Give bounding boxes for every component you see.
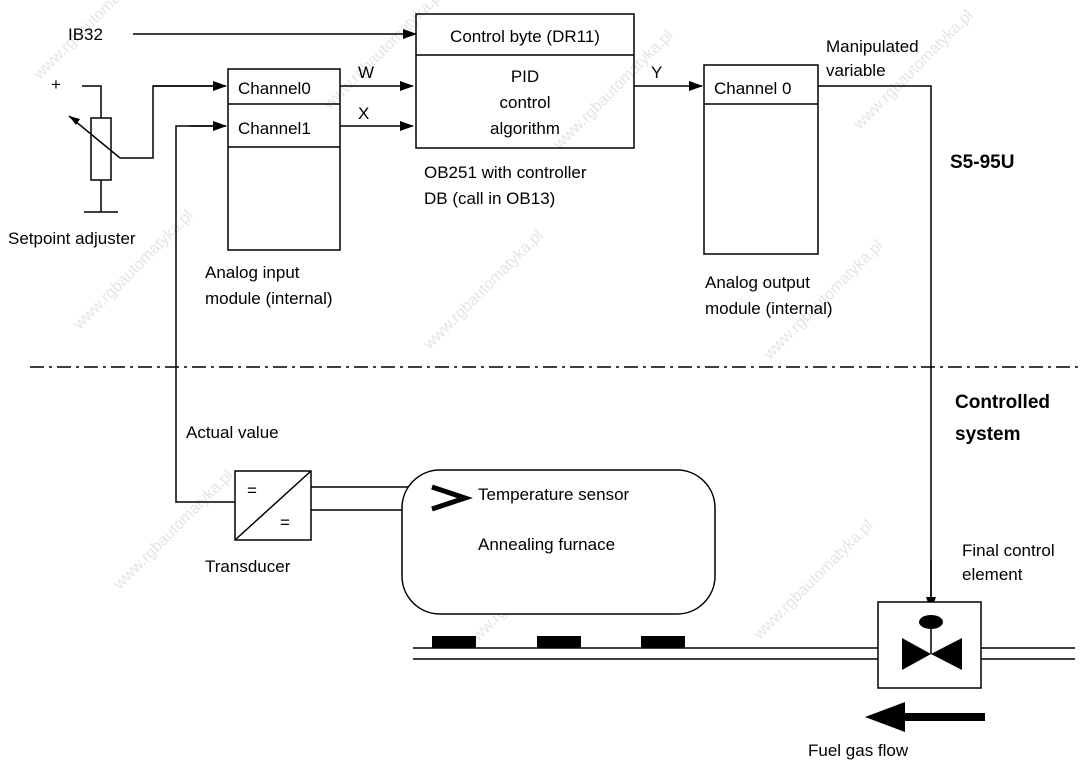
output-channel0-label: Channel 0 [714, 79, 792, 98]
valve-icon-right [931, 638, 962, 670]
fuel-flow-arrow-head [865, 702, 905, 732]
s5-95u-label: S5-95U [950, 152, 1014, 173]
annealing-furnace [401, 469, 716, 615]
pid-control-label: control [499, 93, 550, 112]
wiper-arrowhead [69, 116, 80, 125]
final-control-label-1: Final control [962, 541, 1055, 560]
analog-input-caption-1: Analog input [205, 263, 300, 282]
channel1-label: Channel1 [238, 119, 311, 138]
transducer-input-sign: = [247, 481, 257, 500]
setpoint-adjuster-potentiometer [68, 85, 215, 213]
watermark: www.rgbautomatyka.pl [750, 517, 877, 644]
pid-block [415, 13, 635, 149]
watermark: www.rgbautomatyka.pl [320, 0, 447, 114]
annealing-furnace-label: Annealing furnace [478, 535, 615, 554]
pid-label: PID [511, 67, 539, 86]
y-label: Y [651, 63, 662, 82]
analog-input-caption-2: module (internal) [205, 289, 333, 308]
controlled-system-label-1: Controlled [955, 392, 1050, 413]
transducer-label: Transducer [205, 557, 291, 576]
burner [537, 636, 581, 648]
controlled-system-label-2: system [955, 424, 1021, 445]
valve-actuator [919, 615, 943, 629]
channel0-label: Channel0 [238, 79, 311, 98]
w-label: W [358, 63, 374, 82]
analog-output-module [703, 64, 819, 255]
x-label: X [358, 104, 369, 123]
analog-output-caption-1: Analog output [705, 273, 810, 292]
watermark: www.rgbautomatyka.pl [420, 227, 547, 354]
ib32-label: IB32 [68, 25, 103, 44]
actual-value-label: Actual value [186, 423, 279, 442]
burner [432, 636, 476, 648]
control-byte-label: Control byte (DR11) [450, 27, 600, 46]
analog-output-caption-2: module (internal) [705, 299, 833, 318]
ob251-caption-2: DB (call in OB13) [424, 189, 555, 208]
final-control-label-2: element [962, 565, 1023, 584]
final-control-element-box [877, 601, 982, 689]
transducer-output-sign: = [280, 513, 290, 532]
transducer-box [234, 470, 312, 541]
fuel-flow-arrow-shaft [897, 713, 985, 721]
burner [641, 636, 685, 648]
plus-sign: + [51, 75, 61, 94]
fuel-gas-flow-label: Fuel gas flow [808, 741, 909, 760]
analog-input-module [227, 68, 341, 251]
valve-icon-left [902, 638, 931, 670]
temperature-sensor-tip [431, 484, 473, 512]
manipulated-variable-2: variable [826, 61, 886, 80]
manipulated-variable-line [818, 85, 932, 598]
ob251-caption-1: OB251 with controller [424, 163, 587, 182]
temperature-sensor-label: Temperature sensor [478, 485, 630, 504]
watermark: www.rgbautomatyka.pl [70, 207, 197, 334]
manipulated-variable-1: Manipulated [826, 37, 919, 56]
setpoint-adjuster-label: Setpoint adjuster [8, 229, 136, 248]
pid-algorithm-label: algorithm [490, 119, 560, 138]
actual-value-line [175, 125, 235, 503]
